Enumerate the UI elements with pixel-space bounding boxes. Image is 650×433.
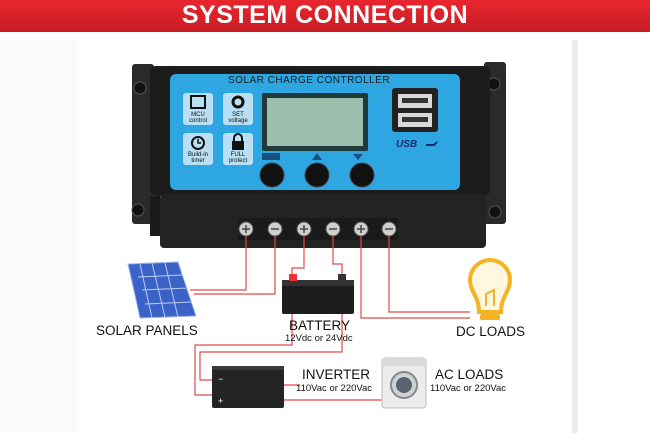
controller-title: SOLAR CHARGE CONTROLLER (228, 75, 391, 86)
washing-machine-icon (381, 357, 427, 409)
solar-panel-icon (127, 261, 197, 319)
battery-icon (282, 274, 354, 314)
battery-spec: 12Vdc or 24Vdc (285, 333, 353, 344)
banner-title: SYSTEM CONNECTION (181, 1, 469, 29)
lcd-screen (267, 98, 363, 146)
down-mark (353, 154, 363, 160)
usb-label: USB (396, 139, 418, 150)
wires (190, 236, 470, 401)
menu-button[interactable] (259, 162, 285, 188)
left-flange (132, 64, 154, 224)
gear-icon (223, 93, 253, 125)
bulb-icon (467, 258, 513, 320)
dc-loads-label: DC LOADS (456, 324, 526, 339)
banner-bar (0, 0, 650, 32)
ac-loads-spec: 110Vac or 220Vac (430, 383, 507, 394)
charge-controller (131, 62, 506, 248)
mount-hole-tl (133, 81, 147, 95)
mount-hole-br (488, 205, 502, 219)
menu-mark (262, 153, 280, 160)
right-divider (572, 40, 578, 433)
inverter-spec: 110Vac or 220Vac (296, 383, 373, 394)
banner: SYSTEM CONNECTION (0, 0, 650, 32)
down-button[interactable] (349, 162, 375, 188)
svg-text:−: − (218, 374, 223, 384)
up-mark (312, 153, 322, 160)
left-margin (0, 40, 78, 433)
terminal-side-l (150, 196, 160, 236)
solar-panels-label: SOLAR PANELS (96, 323, 198, 338)
terminal-screws (238, 218, 398, 240)
mount-hole-bl (131, 203, 145, 217)
up-button[interactable] (304, 162, 330, 188)
ac-loads-label: AC LOADS (435, 367, 504, 382)
inverter-label: INVERTER (302, 367, 371, 382)
svg-text:+: + (218, 396, 223, 406)
battery-label: BATTERY (289, 318, 351, 333)
usb-symbol-icon (426, 141, 438, 146)
inverter-icon: − + (212, 366, 284, 408)
